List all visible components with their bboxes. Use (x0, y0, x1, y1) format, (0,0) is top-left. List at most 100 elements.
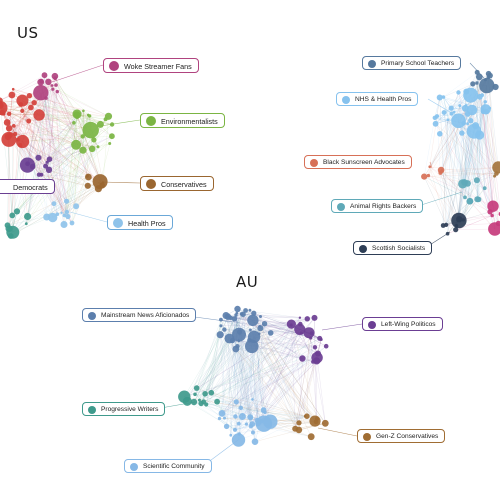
network-node (3, 119, 11, 126)
network-edge (203, 325, 222, 402)
network-edge (93, 124, 113, 141)
network-edge (230, 348, 236, 436)
network-edge (439, 112, 455, 134)
cluster-label-primary-school-teachers: Primary School Teachers (362, 56, 462, 70)
network-edge (261, 358, 303, 422)
network-edge (242, 317, 315, 417)
cluster-color-dot (337, 202, 345, 211)
network-node (216, 331, 224, 339)
network-edge (76, 113, 88, 177)
network-edge (32, 144, 77, 167)
network-edge (26, 85, 53, 224)
network-edge (236, 401, 317, 420)
network-node (16, 94, 29, 107)
network-edge (12, 143, 110, 216)
network-edge (224, 329, 271, 334)
network-node (426, 173, 431, 178)
network-edge (196, 315, 227, 389)
network-edge (424, 173, 497, 177)
network-node (475, 81, 479, 85)
network-edge (0, 107, 77, 145)
network-edge (473, 131, 491, 212)
cluster-label-health-pros: Health Pros (107, 215, 173, 230)
network-edge (252, 332, 302, 433)
network-edge (22, 110, 65, 216)
network-edge (8, 95, 30, 229)
network-node (223, 423, 230, 430)
network-edge (184, 340, 233, 397)
network-edge (238, 340, 252, 427)
network-edge (441, 85, 487, 171)
network-edge (27, 89, 54, 217)
network-edge (49, 85, 57, 160)
network-edge (0, 75, 45, 101)
network-edge (308, 332, 326, 424)
network-node (234, 313, 238, 317)
network-edge (184, 357, 318, 397)
network-node (232, 427, 238, 432)
network-node (488, 222, 500, 236)
network-node (436, 94, 443, 101)
network-edge (13, 125, 104, 183)
network-edge (219, 308, 238, 419)
network-edge (234, 318, 316, 422)
network-edge (11, 94, 113, 125)
network-edge (26, 115, 90, 224)
network-edge (52, 116, 78, 218)
network-edge (235, 348, 251, 418)
cluster-label-text: Black Sunscreen Advocates (323, 159, 405, 166)
network-edge (298, 423, 326, 431)
network-edge (29, 95, 91, 131)
network-edge (184, 353, 319, 397)
network-node (64, 198, 70, 204)
network-node (229, 433, 233, 437)
cluster-label-scottish-socialists: Scottish Socialists (353, 241, 433, 255)
network-node (109, 133, 115, 140)
network-node (198, 400, 204, 407)
network-edge (0, 107, 13, 216)
network-node (479, 77, 495, 94)
network-edge (8, 201, 67, 229)
network-edge (17, 139, 47, 218)
network-node (458, 104, 462, 108)
network-edge (32, 150, 84, 167)
network-edge (443, 223, 499, 226)
network-node (91, 137, 97, 143)
network-edge (10, 159, 50, 237)
network-edge (66, 114, 78, 212)
network-edge (436, 111, 487, 117)
network-edge (7, 122, 74, 137)
network-edge (216, 401, 236, 430)
cluster-label-text: Mainstream News Aficionados (101, 312, 190, 319)
network-node (28, 104, 34, 111)
network-node (8, 91, 16, 99)
network-edges (0, 72, 500, 442)
network-edge (467, 131, 475, 184)
network-node (51, 201, 57, 207)
network-node (312, 345, 318, 350)
network-edge (464, 101, 486, 183)
network-node (88, 145, 96, 153)
network-node (231, 433, 246, 447)
network-edge (194, 394, 236, 417)
network-edge (240, 407, 316, 422)
network-node (19, 157, 36, 173)
network-edge (253, 336, 316, 422)
network-node (317, 335, 323, 341)
network-edge (428, 175, 494, 207)
network-node (82, 121, 99, 139)
network-edge (22, 100, 94, 141)
network-edge (206, 312, 237, 405)
network-edge (44, 75, 65, 225)
network-edge (239, 331, 271, 422)
network-edge (484, 101, 486, 189)
network-edge (194, 394, 300, 423)
network-edge (435, 123, 493, 216)
network-edge (55, 85, 69, 217)
network-edge (234, 412, 266, 430)
network-edge (17, 100, 23, 140)
network-edge (77, 116, 113, 125)
network-edge (488, 77, 495, 177)
network-edge (221, 324, 292, 414)
network-node (41, 72, 48, 79)
